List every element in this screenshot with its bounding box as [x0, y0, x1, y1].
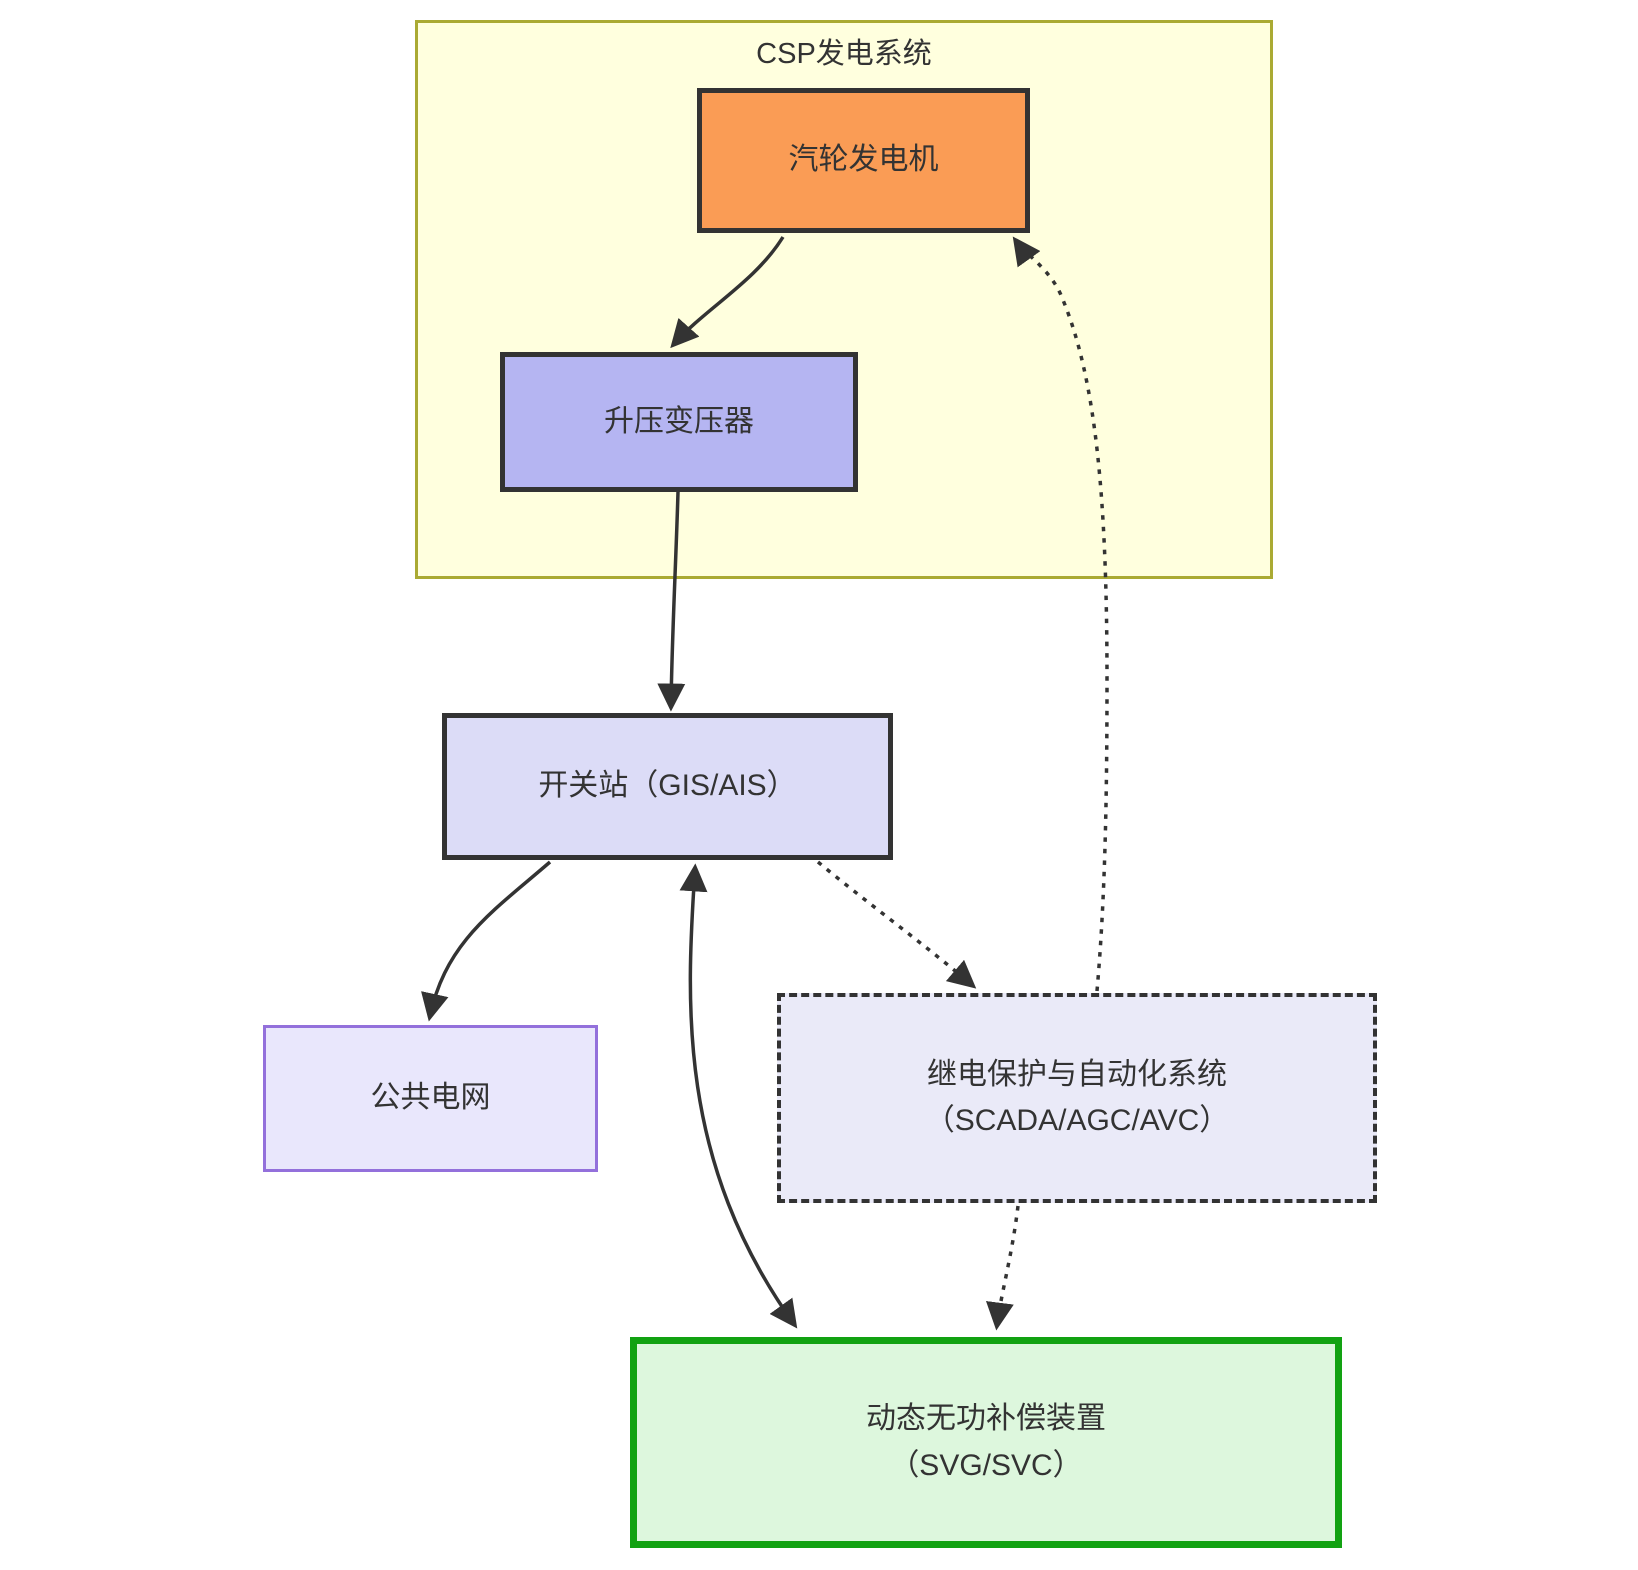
node-svc-label-line1: 动态无功补偿装置 [866, 1402, 1106, 1435]
edge-switchyard-to-protection-dotted [816, 860, 977, 989]
edge-turbine-to-transformer [670, 236, 785, 349]
node-switchyard: 开关站（GIS/AIS） [442, 713, 893, 860]
node-dynamic-reactive-compensation: 动态无功补偿装置 （SVG/SVC） [630, 1337, 1342, 1548]
node-protection-label-line2: （SCADA/AGC/AVC） [924, 1104, 1230, 1137]
edge-switchyard-svc-bidirectional [679, 863, 798, 1329]
node-turbine-generator: 汽轮发电机 [697, 88, 1030, 233]
node-stepup-transformer: 升压变压器 [500, 352, 858, 492]
edge-protection-to-turbine-dotted [1012, 236, 1109, 992]
cluster-title: CSP发电系统 [756, 38, 932, 70]
edge-switchyard-to-grid [421, 860, 552, 1022]
edge-transformer-to-switchyard [657, 491, 686, 712]
node-svc-label-line2: （SVG/SVC） [889, 1448, 1083, 1482]
node-relay-protection-automation: 继电保护与自动化系统 （SCADA/AGC/AVC） [777, 993, 1377, 1203]
edge-protection-to-svc-dotted [985, 1205, 1020, 1331]
node-switchyard-label: 开关站（GIS/AIS） [538, 769, 797, 803]
node-public-grid: 公共电网 [263, 1025, 598, 1172]
node-grid-label: 公共电网 [370, 1081, 491, 1115]
node-turbine-label: 汽轮发电机 [788, 143, 939, 177]
node-transformer-label: 升压变压器 [604, 404, 754, 438]
node-protection-label-line1: 继电保护与自动化系统 [927, 1057, 1227, 1091]
